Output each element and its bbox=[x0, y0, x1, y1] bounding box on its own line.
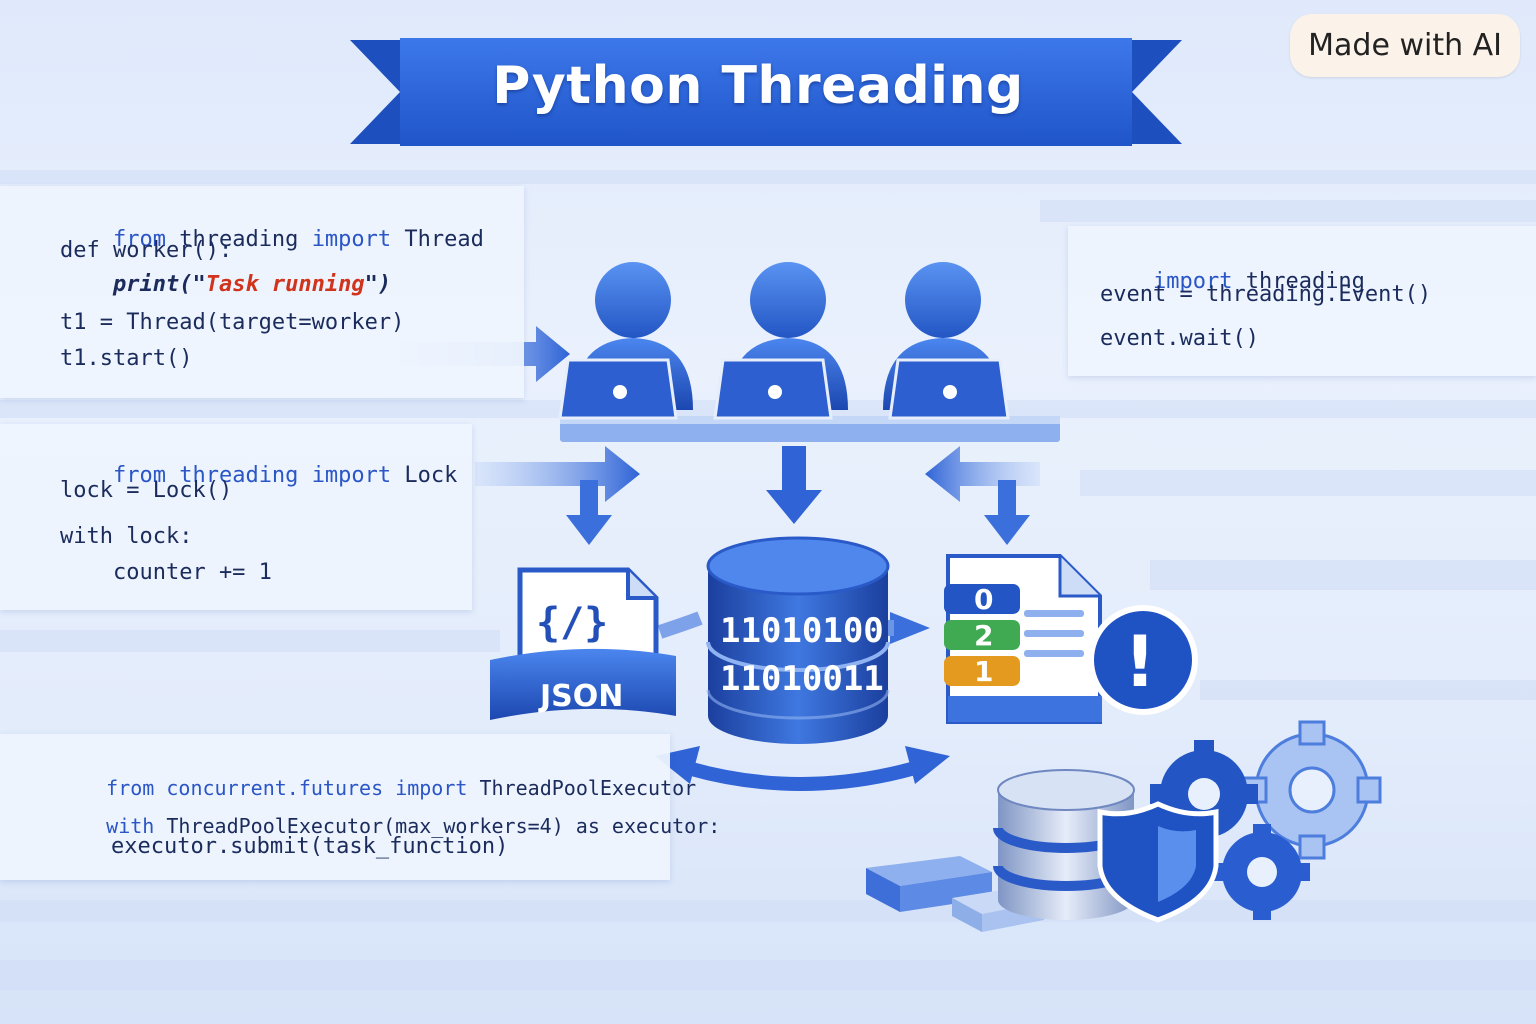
arrow-icon bbox=[657, 611, 930, 644]
code-line: from threading import Lock bbox=[112, 463, 458, 488]
code-panel-event: import threading event = threading.Event… bbox=[1068, 226, 1536, 376]
alert-icon: ! bbox=[1088, 605, 1198, 715]
code-line: import threading bbox=[1152, 269, 1365, 294]
worker-icon bbox=[883, 262, 1010, 420]
svg-text:11010011: 11010011 bbox=[720, 659, 884, 699]
svg-text:1: 1 bbox=[974, 655, 993, 688]
worker-icon bbox=[713, 262, 848, 420]
code-line: from concurrent.futures import ThreadPoo… bbox=[106, 776, 697, 800]
arrow-icon bbox=[766, 446, 822, 524]
arrow-icon bbox=[984, 480, 1030, 545]
title-ribbon bbox=[350, 38, 1182, 146]
svg-text:2: 2 bbox=[974, 619, 993, 652]
code-line: print("Task running") bbox=[60, 272, 392, 297]
code-line: counter += 1 bbox=[60, 560, 272, 585]
code-panel-pool: from concurrent.futures import ThreadPoo… bbox=[0, 734, 720, 880]
code-line: lock = Lock() bbox=[60, 478, 233, 503]
queue-item: 2 bbox=[944, 619, 1020, 652]
code-line: t1 = Thread(target=worker) bbox=[60, 310, 405, 335]
queue-item: 0 bbox=[944, 583, 1020, 616]
code-line: from threading import Thread bbox=[112, 227, 484, 252]
svg-text:0: 0 bbox=[974, 583, 993, 616]
shield-icon bbox=[1097, 801, 1219, 923]
svg-text:{/}: {/} bbox=[536, 600, 608, 646]
code-line: event.wait() bbox=[1100, 326, 1259, 351]
svg-text:11010100: 11010100 bbox=[720, 611, 884, 651]
svg-text:!: ! bbox=[1124, 621, 1156, 703]
svg-text:JSON: JSON bbox=[538, 679, 623, 714]
arrow-icon bbox=[566, 480, 612, 545]
arrow-icon bbox=[925, 446, 1040, 502]
json-file-icon: {/} JSON bbox=[490, 567, 676, 720]
gear-icon bbox=[1214, 824, 1310, 920]
laptop-icon bbox=[888, 358, 1010, 420]
code-panel-thread: from threading import Thread def worker(… bbox=[0, 186, 524, 398]
arrow-icon bbox=[655, 746, 950, 791]
worker-desk bbox=[560, 422, 1060, 442]
code-line: with lock: bbox=[60, 524, 193, 549]
laptop-icon bbox=[558, 358, 678, 420]
code-line: def worker(): bbox=[60, 238, 233, 263]
code-line: event = threading.Event() bbox=[1100, 282, 1432, 307]
code-line: t1.start() bbox=[60, 346, 193, 371]
code-line: with ThreadPoolExecutor(max_workers=4) a… bbox=[106, 814, 721, 838]
code-panel-lock: from threading import Lock lock = Lock()… bbox=[0, 424, 472, 610]
worker-icon bbox=[558, 262, 693, 420]
arrow-icon bbox=[475, 446, 640, 502]
code-line: executor.submit(task_function) bbox=[58, 834, 509, 859]
queue-item: 1 bbox=[944, 655, 1020, 688]
laptop-icon bbox=[713, 358, 833, 420]
made-with-ai-badge: Made with AI bbox=[1290, 14, 1520, 77]
database-icon: 11010100 11010011 bbox=[706, 536, 890, 744]
page-title: Python Threading bbox=[492, 56, 1024, 116]
